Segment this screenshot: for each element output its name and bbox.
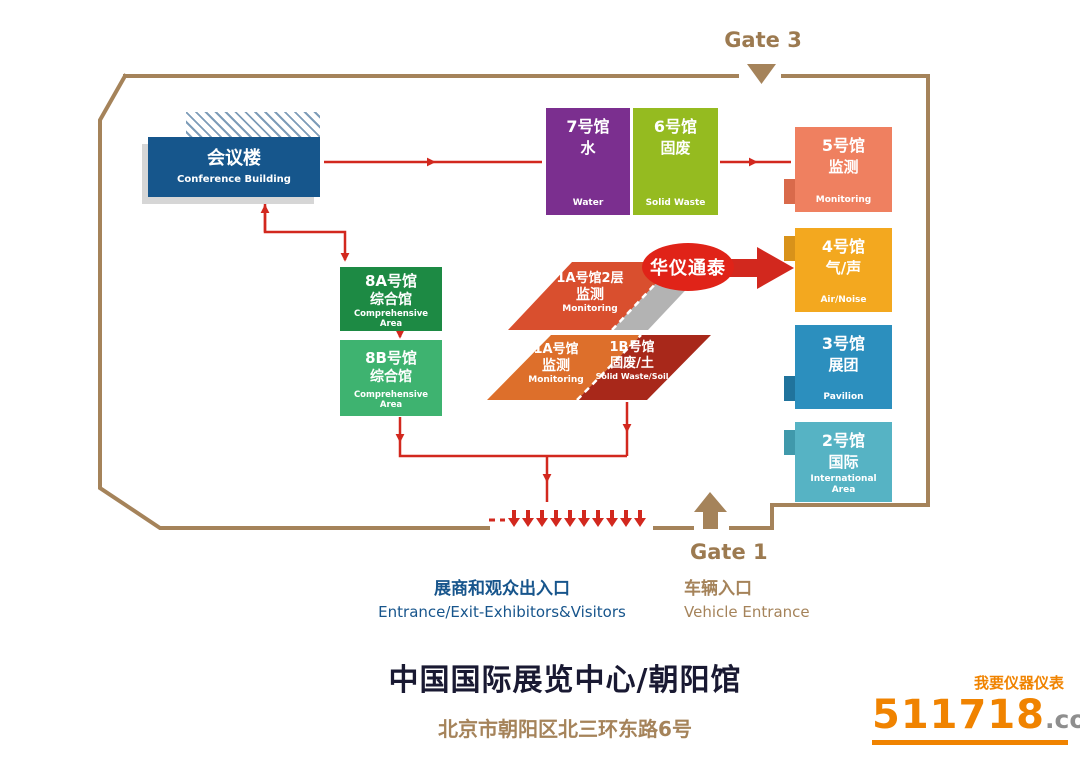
- building-hall1a: 1A号馆 监测 Monitoring: [508, 342, 604, 386]
- building-hall8b: 8B号馆 综合馆 Comprehensive Area: [340, 340, 442, 416]
- building-title: 5号馆: [821, 136, 866, 155]
- building-sub: 固废/土: [610, 355, 654, 371]
- building-conference: 会议楼 Conference Building: [148, 137, 320, 197]
- building-en: Solid Waste: [645, 198, 706, 209]
- building-title: 会议楼: [207, 148, 261, 170]
- gate1-label: Gate 1: [690, 540, 768, 564]
- venue-address: 北京市朝阳区北三环东路6号: [438, 717, 692, 741]
- building-sub: 综合馆: [370, 291, 412, 308]
- building-hall8a: 8A号馆 综合馆 Comprehensive Area: [340, 267, 442, 331]
- visitor-entrance-en: Entrance/Exit-Exhibitors&Visitors: [378, 603, 626, 621]
- building-sub: 国际: [828, 453, 859, 471]
- building-sub: 展团: [828, 356, 859, 374]
- building-title: 1B号馆: [609, 340, 655, 355]
- building-sub: 水: [580, 139, 596, 157]
- building-en: Monitoring: [815, 195, 872, 206]
- venue-title: 中国国际展览中心/朝阳馆: [388, 663, 742, 698]
- building-sub: 综合馆: [370, 368, 412, 385]
- entrance-arrows-icon: [489, 510, 646, 527]
- hall4-door-tab: [784, 236, 795, 261]
- building-en: Comprehensive Area: [353, 389, 429, 410]
- building-en: Solid Waste/Soil: [595, 372, 669, 382]
- building-sub: 监测: [828, 158, 859, 176]
- exhibitor-badge: 华仪通泰: [642, 243, 734, 291]
- hall3-door-tab: [784, 376, 795, 401]
- brand-logo: 我要仪器仪表 511718 .com: [872, 672, 1080, 745]
- building-hall5: 5号馆 监测 Monitoring: [784, 127, 892, 212]
- building-title: 6号馆: [653, 117, 698, 136]
- building-en: Monitoring: [528, 375, 584, 386]
- building-hall2: 2号馆 国际 International Area: [784, 422, 892, 502]
- building-en: Monitoring: [562, 304, 618, 315]
- building-hall4: 4号馆 气/声 Air/Noise: [784, 228, 892, 312]
- vehicle-entrance-en: Vehicle Entrance: [684, 603, 810, 621]
- building-title: 8A号馆: [364, 272, 418, 290]
- building-sub: 监测: [542, 357, 570, 374]
- building-en: Conference Building: [177, 173, 291, 185]
- vehicle-entrance-cn: 车辆入口: [684, 579, 752, 599]
- hall5-door-tab: [784, 179, 795, 204]
- vehicle-entrance-label: 车辆入口 Vehicle Entrance: [684, 574, 914, 621]
- building-hall1b: 1B号馆 固废/土 Solid Waste/Soil: [584, 340, 680, 382]
- building-sub: 气/声: [825, 259, 862, 277]
- building-en: Water: [572, 198, 604, 209]
- gate3-label: Gate 3: [724, 28, 802, 52]
- building-en: Pavilion: [823, 392, 864, 403]
- building-title: 4号馆: [821, 237, 866, 256]
- visitor-entrance-cn: 展商和观众出入口: [434, 579, 570, 599]
- visitor-entrance-label: 展商和观众出入口 Entrance/Exit-Exhibitors&Visito…: [352, 574, 652, 621]
- building-hall1a2f: 1A号馆2层 监测 Monitoring: [535, 271, 645, 315]
- building-en: Air/Noise: [820, 295, 867, 306]
- building-title: 8B号馆: [365, 349, 417, 367]
- building-sub: 固废: [660, 139, 691, 157]
- brand-number: 511718: [872, 692, 1045, 738]
- brand-slogan: 我要仪器仪表: [973, 674, 1064, 692]
- brand-underline: [872, 740, 1068, 745]
- venue-boundary: [98, 73, 930, 530]
- gate3-arrow-icon: [747, 64, 776, 84]
- building-title: 2号馆: [821, 431, 866, 450]
- building-sub: 监测: [576, 286, 604, 303]
- route-arrows: [260, 157, 791, 502]
- gate1-arrow-icon: [694, 492, 727, 529]
- hall1-parallelograms: [487, 261, 712, 401]
- building-hall3: 3号馆 展团 Pavilion: [784, 325, 892, 409]
- building-title: 1A号馆2层: [556, 271, 624, 286]
- hall2-door-tab: [784, 430, 795, 455]
- badge-arrow-icon: [723, 247, 794, 289]
- building-en: Comprehensive Area: [353, 308, 429, 330]
- building-title: 3号馆: [821, 334, 866, 353]
- building-hall6: 6号馆 固废 Solid Waste: [633, 108, 718, 215]
- building-en: International Area: [810, 474, 877, 496]
- brand-domain: .com: [1045, 705, 1080, 734]
- building-title: 1A号馆: [533, 342, 579, 357]
- building-hall7: 7号馆 水 Water: [546, 108, 630, 215]
- building-title: 7号馆: [566, 117, 610, 136]
